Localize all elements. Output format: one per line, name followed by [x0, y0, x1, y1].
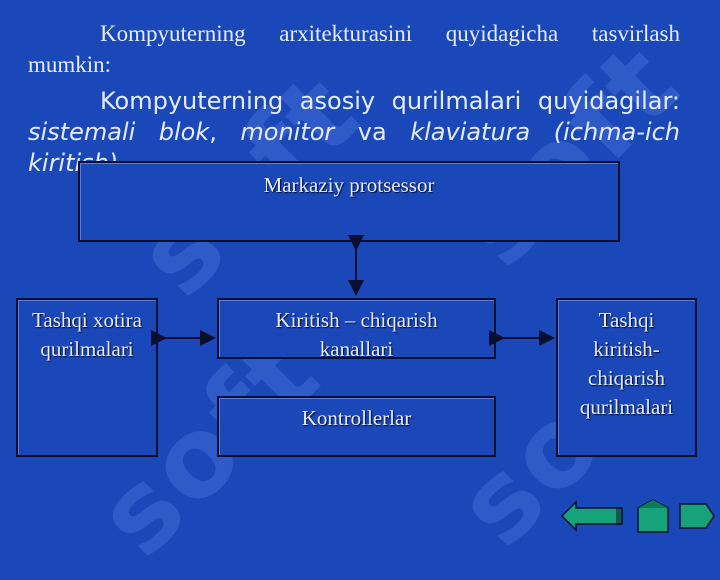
next-icon[interactable]: [678, 498, 716, 534]
device-system-unit: sistemali blok: [28, 118, 210, 146]
intro-text: Kompyuterning arxitekturasini quyidagich…: [28, 21, 680, 77]
intro-paragraph: Kompyuterning arxitekturasini quyidagich…: [28, 18, 680, 80]
controllers-label: Kontrollerlar: [301, 406, 412, 430]
cpu-box: Markaziy protsessor: [78, 161, 620, 242]
external-io-box: Tashqi kiritish-chiqarish qurilmalari: [556, 298, 697, 457]
devices-paragraph: Kompyuterning asosiy qurilmalari quyidag…: [28, 86, 680, 179]
controllers-box: Kontrollerlar: [217, 396, 496, 457]
prev-icon[interactable]: [634, 498, 672, 534]
io-channels-label: Kiritish – chiqarish kanallari: [275, 308, 438, 361]
devices-lead: Kompyuterning asosiy qurilmalari quyidag…: [100, 87, 680, 115]
io-channels-box: Kiritish – chiqarish kanallari: [217, 298, 496, 361]
separator: ,: [209, 118, 241, 146]
device-monitor: monitor: [240, 118, 335, 146]
back-arrow-icon[interactable]: [560, 498, 626, 534]
cpu-label: Markaziy protsessor: [263, 173, 435, 197]
external-memory-box: Tashqi xotira qurilmalari: [16, 298, 158, 457]
separator: va: [334, 118, 411, 146]
external-memory-label: Tashqi xotira qurilmalari: [32, 308, 142, 361]
external-io-label: Tashqi kiritish-chiqarish qurilmalari: [579, 308, 674, 419]
